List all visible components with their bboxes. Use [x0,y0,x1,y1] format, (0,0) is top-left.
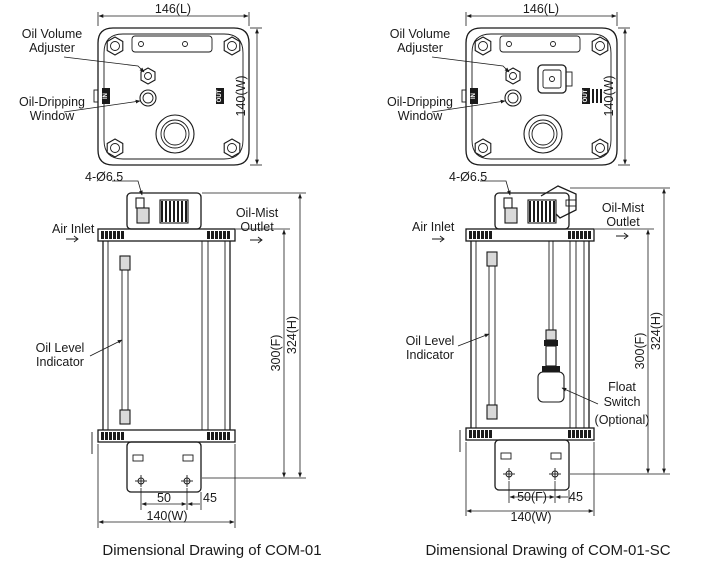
label-oil-mist-left-1: Oil-Mist [236,206,279,220]
dim-width-side-left: 140(W) [234,76,248,117]
caption-com-01-sc: Dimensional Drawing of COM-01-SC [425,542,670,559]
dim-width-bottom-left: 140(W) [147,509,188,523]
label-float-switch-2: Switch [604,395,641,409]
label-float-switch-1: Float [608,380,636,394]
dim-height-right: 324(H) [649,312,663,350]
dim-45-right: 45 [569,490,583,504]
dim-hole-left: 4-Ø6.5 [85,170,123,184]
label-oil-mist-left-2: Outlet [240,220,274,234]
label-oil-drip-right-1: Oil-Dripping [387,95,453,109]
dim-length-right: 146(L) [523,2,559,16]
in-port-tag [102,88,110,104]
dim-width-side-right: 140(W) [602,76,616,117]
svg-text:OUT: OUT [217,89,223,102]
label-oil-level-left-1: Oil Level [36,341,85,355]
label-oil-volume-left-2: Adjuster [29,41,75,55]
com-01-sc-drawing: IN OUT [431,12,670,516]
dim-50-right: 50(F) [517,490,547,504]
com-01-drawing: IN OUT [63,12,306,528]
dim-45-left: 45 [203,491,217,505]
label-oil-level-right-1: Oil Level [406,334,455,348]
label-oil-volume-right-2: Adjuster [397,41,443,55]
dim-width-bottom-right: 140(W) [511,510,552,524]
label-oil-volume-right-1: Oil Volume [390,27,450,41]
dim-flange-right: 300(F) [633,333,647,370]
svg-text:IN: IN [103,93,109,99]
dim-height-left: 324(H) [285,316,299,354]
label-oil-mist-right-2: Outlet [606,215,640,229]
label-oil-drip-left-1: Oil-Dripping [19,95,85,109]
com-01-top-view: IN OUT [63,12,262,166]
com-01-sc-front-view [432,180,670,516]
label-air-inlet-left: Air Inlet [52,222,95,236]
label-oil-drip-right-2: Window [398,109,443,123]
dim-50-left: 50 [157,491,171,505]
label-oil-level-left-2: Indicator [36,355,84,369]
dim-flange-left: 300(F) [269,335,283,372]
label-float-switch-optional: (Optional) [595,413,650,427]
caption-com-01: Dimensional Drawing of COM-01 [102,542,321,559]
svg-text:IN: IN [471,93,477,99]
com-01-front-view [66,180,306,528]
label-oil-level-right-2: Indicator [406,348,454,362]
label-air-inlet-right: Air Inlet [412,220,455,234]
dim-length-left: 146(L) [155,2,191,16]
dim-hole-right: 4-Ø6.5 [449,170,487,184]
svg-text:OUT: OUT [583,89,589,102]
label-oil-mist-right-1: Oil-Mist [602,201,645,215]
label-oil-volume-left-1: Oil Volume [22,27,82,41]
com-01-sc-top-view: IN OUT [431,12,630,166]
out-port-tag [216,88,224,104]
label-oil-drip-left-2: Window [30,109,75,123]
